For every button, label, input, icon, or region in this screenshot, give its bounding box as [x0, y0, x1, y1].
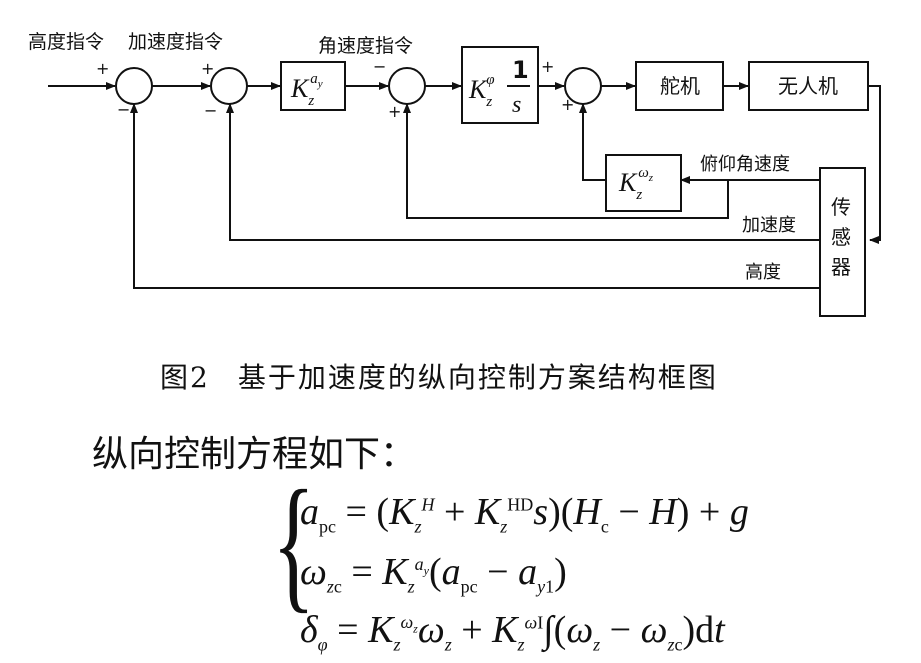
fraction-numerator: 1: [512, 56, 529, 84]
block-diagram: 高度指令 加速度指令 角速度指令 + − + − − + + + Kzay Kz…: [28, 31, 881, 317]
sum-junction-height: [115, 67, 153, 105]
sign-plus: +: [201, 59, 214, 78]
sensor-label-char: 传: [831, 195, 851, 219]
figure-caption: 图2 基于加速度的纵向控制方案结构框图: [160, 356, 718, 396]
label-height-command: 高度指令: [28, 31, 104, 53]
label-pitch-rate: 俯仰角速度: [700, 154, 790, 175]
equation-1: apc = (KzH + KzHDs)(Hc − H) + g: [300, 491, 749, 537]
intro-text: 纵向控制方程如下：: [92, 434, 417, 475]
label-height: 高度: [745, 262, 781, 283]
sum-junction-rate: [388, 67, 426, 105]
uav-label: 无人机: [778, 74, 838, 98]
label-acceleration: 加速度: [742, 215, 796, 236]
sign-plus: +: [541, 57, 554, 76]
sensor-label-char: 器: [831, 255, 851, 279]
gain-kphi-symbol: Kzφ: [468, 72, 495, 110]
sign-plus: +: [388, 102, 401, 121]
gain-komega-symbol: Kzωz: [618, 165, 654, 203]
rudder-block: [635, 61, 724, 111]
figure-number: 图2: [160, 361, 210, 394]
sensor-block: [819, 167, 866, 317]
sign-minus: −: [117, 100, 130, 119]
equation-3: δφ = Kzωzωz + KzωI∫(ωz − ωzc)dt: [300, 609, 725, 655]
sensor-label-char: 感: [831, 225, 851, 249]
left-brace: {: [272, 460, 316, 626]
gain-kay-symbol: Kzay: [290, 71, 323, 109]
rudder-label: 舵机: [660, 74, 700, 98]
sign-plus: +: [96, 59, 109, 78]
gain-block-kay: [280, 61, 346, 111]
uav-block: [748, 61, 869, 111]
sign-plus: +: [561, 95, 574, 114]
equation-system: { apc = (KzH + KzHDs)(Hc − H) + g ωzc = …: [272, 468, 912, 663]
label-accel-command: 加速度指令: [128, 31, 223, 53]
sign-minus: −: [373, 57, 386, 76]
figure-title: 基于加速度的纵向控制方案结构框图: [237, 361, 718, 394]
gain-block-komega: [605, 154, 682, 212]
sign-minus: −: [204, 101, 217, 120]
fraction-denominator: s: [512, 92, 521, 118]
sum-junction-output: [564, 67, 602, 105]
equation-2: ωzc = Kzay(apc − ay1): [300, 551, 567, 597]
label-angular-rate-command: 角速度指令: [318, 35, 413, 57]
sum-junction-accel: [210, 67, 248, 105]
